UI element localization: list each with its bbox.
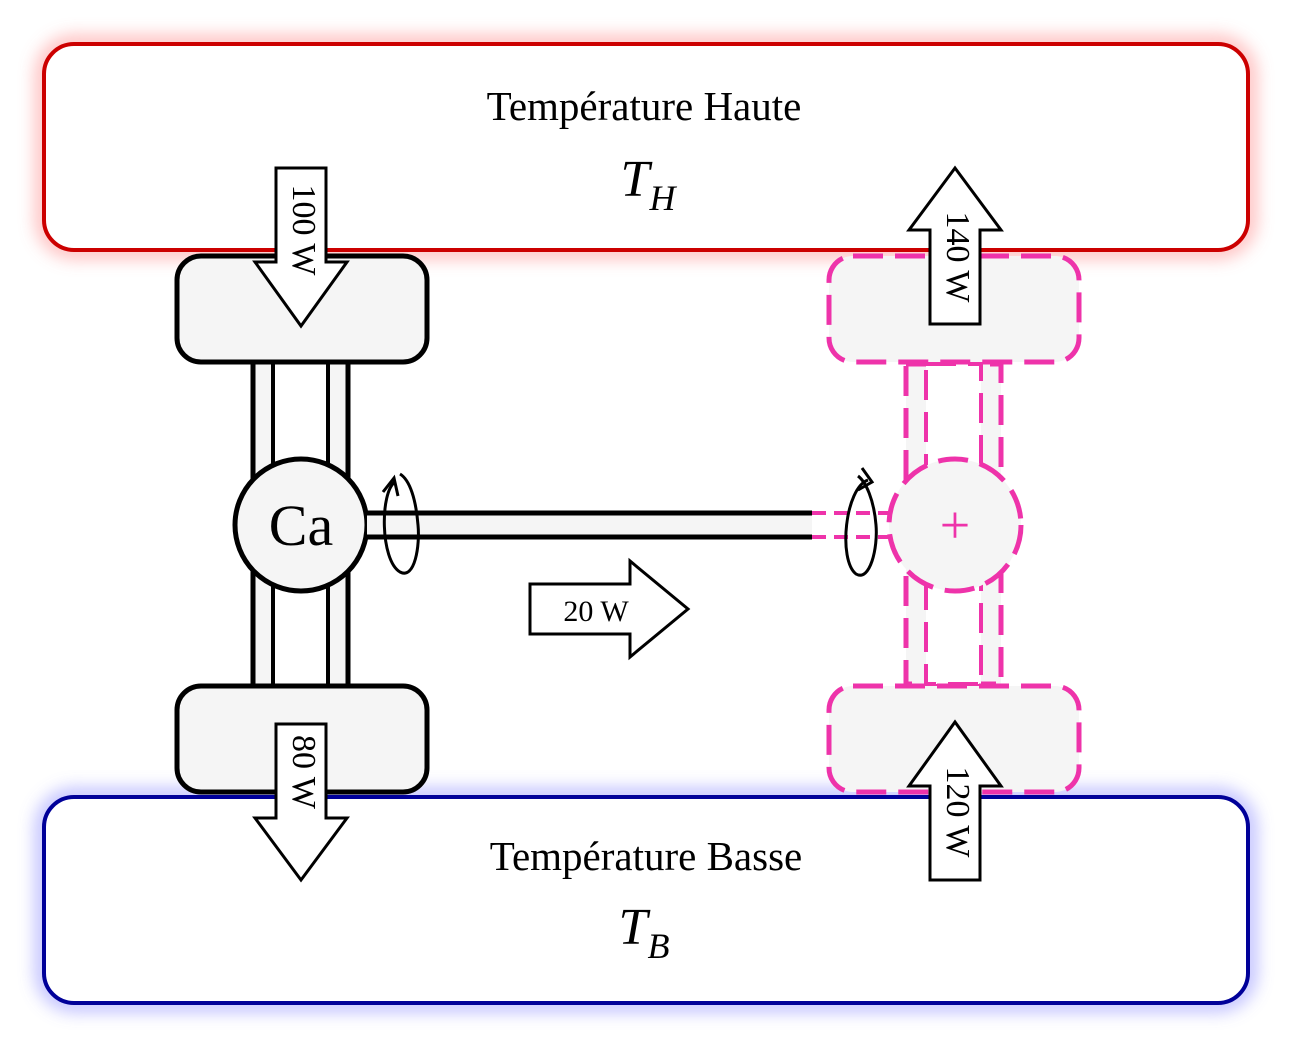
arrow-heat-in-left: 100 W [252,166,350,329]
hot-reservoir-symbol: TH [621,151,678,218]
left-engine: Ca [174,253,430,795]
arrow-heat-out-left: 80 W [252,722,350,883]
left-engine-label: Ca [269,493,333,558]
right-rotation-arrow [844,467,878,577]
arrow-heat-out-right: 140 W [906,165,1004,326]
right-engine-circle [886,456,1024,594]
arrow-heat-in-right-label: 120 W [939,767,976,859]
shaft-body [367,513,812,537]
arrow-heat-out-left-label: 80 W [285,735,322,810]
left-rotation-arrow [381,472,420,575]
cold-reservoir-symbol: TB [619,899,670,966]
cold-reservoir: Température Basse TB [37,790,1255,1010]
cold-reservoir-title: Température Basse [490,833,802,879]
hot-reservoir-box [42,42,1250,252]
arrow-work-label: 20 W [563,595,629,628]
arrow-heat-in-left-label: 100 W [285,185,322,277]
arrow-work: 20 W [528,557,691,661]
arrow-heat-in-right: 120 W [906,719,1004,882]
hot-reservoir: Température Haute TH [37,37,1255,257]
arrow-heat-out-right-label: 140 W [939,212,976,304]
right-engine-label: + [940,495,970,555]
hot-reservoir-title: Température Haute [487,83,802,129]
right-engine [826,253,1082,795]
shaft [367,510,890,540]
